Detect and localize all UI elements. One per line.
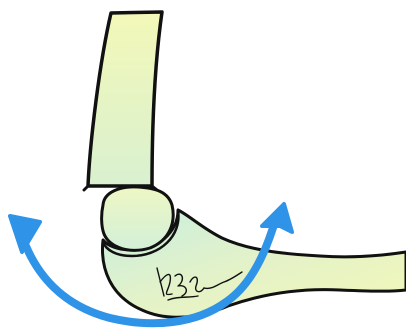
- arrow-left-head: [10, 216, 40, 252]
- joint-head-icon: [102, 187, 174, 250]
- arrow-right-head: [262, 204, 292, 232]
- upper-arm-bone-icon: [88, 12, 162, 186]
